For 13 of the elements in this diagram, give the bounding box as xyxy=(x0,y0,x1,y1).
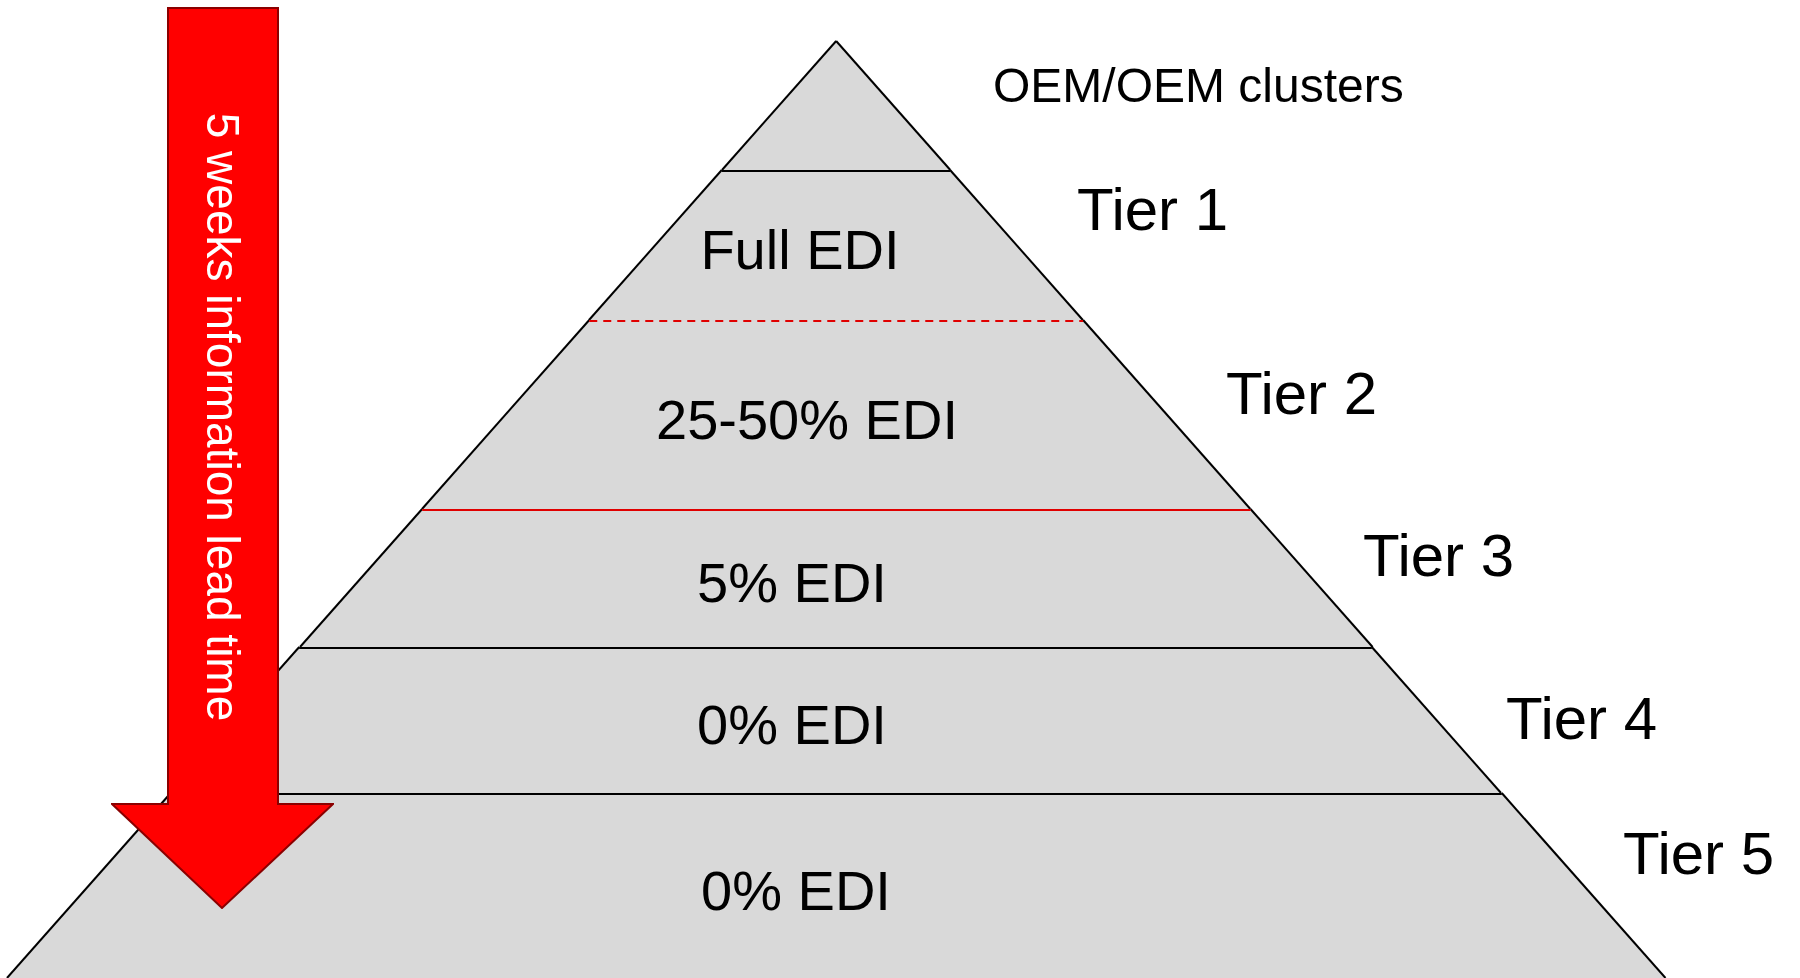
tier-label: 0% EDI xyxy=(697,691,887,757)
tier-label: 25-50% EDI xyxy=(656,386,958,451)
tier-name: Tier 4 xyxy=(1506,689,1658,749)
tier-name: Tier 3 xyxy=(1363,526,1515,586)
tier-name: Tier 1 xyxy=(1077,180,1229,240)
tier-name: OEM/OEM clusters xyxy=(993,62,1404,110)
tier-label: Full EDI xyxy=(700,216,900,282)
arrow-label: 5 weeks information lead time xyxy=(200,112,246,722)
downward-arrow-shape xyxy=(111,7,334,909)
tier-name: Tier 5 xyxy=(1623,824,1775,884)
tier-name: Tier 2 xyxy=(1226,364,1378,424)
tier-label: 0% EDI xyxy=(701,857,891,922)
tier-label: 5% EDI xyxy=(697,549,887,615)
